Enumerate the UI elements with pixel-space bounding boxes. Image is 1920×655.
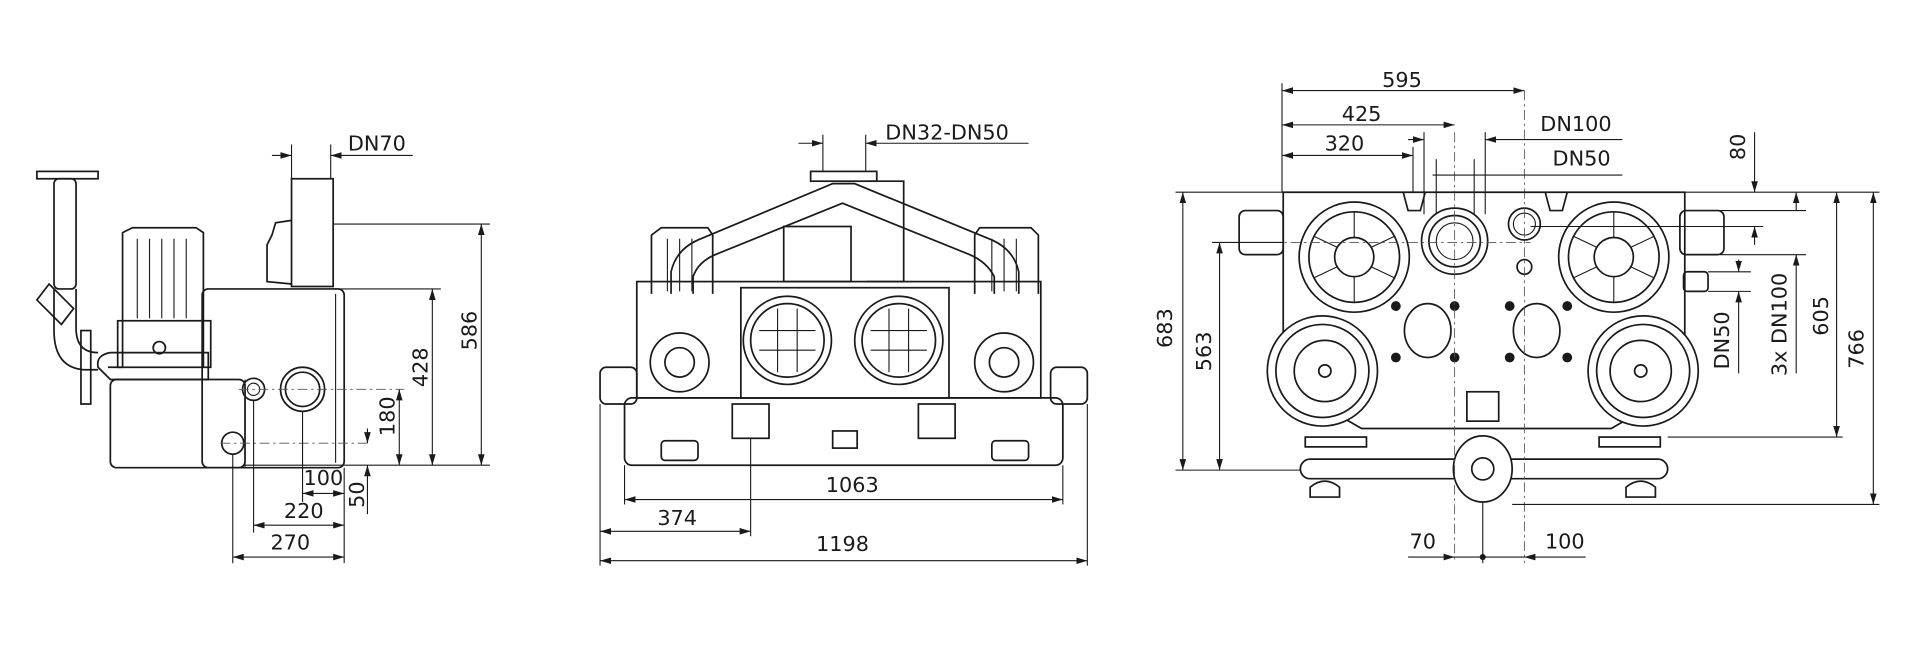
dim-220: 220 (284, 499, 324, 523)
dim-1063: 1063 (826, 473, 879, 497)
dn70-label: DN70 (348, 132, 406, 156)
front-view-dimensions: DN32-DN50 1063 374 1198 (599, 121, 1088, 566)
dn32-dn50-label: DN32-DN50 (885, 121, 1009, 145)
dim-563: 563 (1192, 332, 1216, 372)
dim-586: 586 (457, 311, 481, 351)
dn50-side-label: DN50 (1710, 311, 1734, 369)
dim-100: 100 (304, 466, 344, 490)
front-view-unit (599, 170, 1089, 467)
top-view-dimensions: 595 425 320 DN100 DN50 80 683 563 DN50 3… (1153, 68, 1880, 564)
dim-80: 80 (1726, 134, 1750, 160)
dn100-label: DN100 (1540, 112, 1611, 136)
top-view-unit (1212, 90, 1725, 564)
dim-50: 50 (345, 481, 369, 507)
dim-374: 374 (657, 506, 697, 530)
side-view-dimensions: DN70 586 428 180 50 100 220 270 (232, 132, 490, 564)
dim-320: 320 (1325, 132, 1365, 156)
dim-100-top: 100 (1545, 529, 1585, 553)
front-view: DN32-DN50 1063 374 1198 (599, 121, 1089, 566)
dim-605: 605 (1809, 296, 1833, 336)
dim-1198: 1198 (816, 532, 869, 556)
side-view-unit (35, 170, 405, 469)
dim-683: 683 (1153, 308, 1177, 348)
dn50-label: DN50 (1553, 146, 1611, 170)
dim-270: 270 (270, 531, 310, 555)
dim-425: 425 (1342, 102, 1382, 126)
dim-180: 180 (375, 396, 399, 436)
dim-428: 428 (408, 347, 432, 387)
dim-766: 766 (1845, 329, 1869, 369)
dim-70: 70 (1410, 529, 1436, 553)
side-view: DN70 586 428 180 50 100 220 270 (35, 132, 490, 564)
dn100-side-label: 3x DN100 (1767, 273, 1791, 376)
top-view: 595 425 320 DN100 DN50 80 683 563 DN50 3… (1153, 68, 1880, 564)
dim-595: 595 (1382, 68, 1422, 92)
